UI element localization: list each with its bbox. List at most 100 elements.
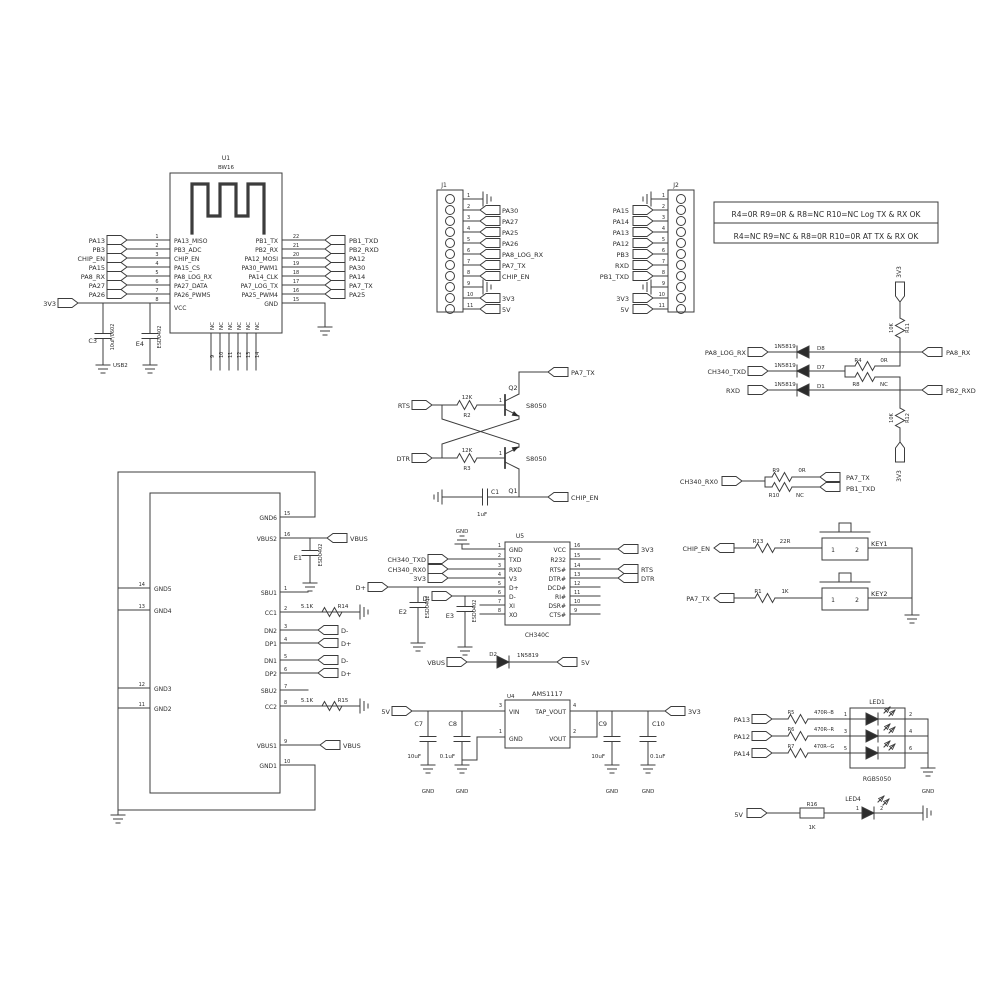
label-usb-conn-right-names-0: GND6 (259, 515, 277, 522)
label-led1-r-vals-2: 470R--G (814, 744, 835, 750)
label-j2-refdes: J2 (672, 182, 679, 189)
label-u5-net-rxd: CH340_RX0 (388, 566, 426, 574)
schematic-labels: U1BW16PA13PB3CHIP_ENPA15PA8_RXPA27PA2612… (43, 155, 975, 831)
label-usb-conn-r15-val: 5.1K (301, 698, 314, 704)
label-j1-nets-8: 5V (502, 306, 511, 314)
label-u5-right-names-3: DTR# (549, 576, 566, 583)
label-u4-out-3v3: 3V3 (688, 708, 701, 716)
j2-header (632, 189, 695, 314)
label-j2-pin-nums-9: 10 (659, 292, 665, 298)
label-u1-left-names-7: VCC (174, 305, 186, 312)
label-keys-key1: KEY1 (871, 540, 887, 548)
label-u5-right-names-1: R232 (550, 557, 566, 564)
label-u5-left-nums-4: 5 (498, 581, 501, 587)
label-rnet-d7-ref: D7 (817, 365, 825, 371)
label-usb-conn-right-nums-10: 9 (284, 739, 287, 745)
label-led1-r-refs-2: R7 (788, 744, 795, 750)
ground-icon (640, 759, 656, 774)
label-u1-bottom-nums-0: 9 (210, 355, 216, 358)
label-u1-right-names-2: PA12_MOSI (245, 256, 279, 263)
label-u1-left-nums-6: 7 (155, 288, 158, 294)
label-u1-left-nums-2: 3 (155, 252, 158, 258)
label-u5-left-nums-6: 7 (498, 599, 501, 605)
label-j2-pin-nums-2: 3 (662, 215, 665, 221)
label-j1-pin-nums-7: 8 (467, 270, 470, 276)
label-led1-pins-left-1: 3 (844, 729, 847, 735)
label-usb-conn-right-nums-7: 6 (284, 667, 287, 673)
label-usb-conn-vbus1-net: VBUS (343, 742, 361, 750)
ground-icon (477, 191, 492, 207)
label-led4-p1: 1 (856, 806, 859, 812)
label-u5-left-nums-0: 1 (498, 543, 501, 549)
led-light-icon (878, 795, 890, 805)
label-reset-chip-en: CHIP_EN (571, 494, 599, 502)
label-u5-d2-ref: D2 (489, 652, 497, 658)
label-u4-part: AMS1117 (532, 690, 563, 698)
label-rnet-r12-ref: R12 (905, 413, 911, 423)
label-u5-right-nums-5: 11 (574, 590, 580, 596)
ground-icon (410, 637, 426, 652)
label-usb-conn-right-names-2: SBU1 (261, 590, 277, 597)
label-u1-right-nets-0: PB1_TXD (349, 237, 378, 245)
label-usb-conn-right-nums-4: 3 (284, 624, 287, 630)
label-reset-r2-val: 12K (462, 395, 473, 401)
label-u5-net-3v3: 3V3 (413, 575, 426, 583)
label-usb-conn-dn1-net: D- (341, 657, 349, 665)
label-u1-right-nets-4: PA14 (349, 273, 365, 281)
ground-icon (420, 759, 436, 774)
label-keys-key2-p1: 1 (831, 597, 835, 604)
label-reset-q2-part: S8050 (526, 402, 547, 410)
label-usb-conn-left-names-3: GND2 (154, 706, 172, 713)
label-j1-pin-nums-4: 5 (467, 237, 470, 243)
label-usb-conn-e1-val: ESD0402 (318, 544, 324, 567)
label-u5-net-dm: D- (423, 595, 431, 603)
label-led1-refdes: LED1 (869, 699, 885, 706)
led1-rgb (751, 706, 936, 777)
label-u5-right-names-6: DSR# (548, 603, 566, 610)
label-usb-conn-right-nums-3: 2 (284, 606, 287, 612)
label-u5-d2-vbus: VBUS (427, 659, 445, 667)
label-usb-conn-left-nums-1: 13 (139, 604, 145, 610)
label-u1-left-nums-1: 2 (155, 243, 158, 249)
label-keys-pa7-tx: PA7_TX (686, 595, 710, 603)
label-u1-bottom-nc-1: NC (219, 322, 225, 330)
label-j1-pin-nums-1: 2 (467, 204, 470, 210)
led-light-icon (884, 740, 896, 750)
label-u1-c3-ref: C3 (88, 337, 97, 345)
label-u5-right-nums-0: 16 (574, 543, 580, 549)
label-j1-pin-nums-8: 9 (467, 281, 470, 287)
label-rnet-r4-ref: R4 (854, 358, 862, 364)
label-u4-pin2: 2 (573, 729, 576, 735)
label-u1-right-names-7: GND (264, 301, 278, 308)
label-u1-left-nets-2: CHIP_EN (78, 255, 106, 263)
label-j2-nets-1: PA14 (613, 218, 629, 226)
label-u1-right-names-6: PA25_PWM4 (241, 292, 278, 299)
label-led4-refdes: LED4 (845, 796, 861, 803)
label-reset-dtr: DTR (397, 455, 411, 463)
label-u5-out-dtr: DTR (641, 575, 655, 583)
label-j2-nets-6: PB1_TXD (600, 273, 629, 281)
ground-icon (354, 698, 369, 714)
label-usb-conn-right-nums-1: 16 (284, 532, 290, 538)
label-u1-right-names-3: PA30_PWM1 (241, 265, 278, 272)
label-usb-conn-right-names-9: CC2 (265, 704, 277, 711)
label-u1-usb-note: USB2 (113, 363, 128, 369)
label-u5-gnd-top: GND (456, 529, 469, 535)
label-led1-r-refs-1: R6 (788, 727, 795, 733)
reset-circuit (411, 367, 569, 506)
label-keys-r13-ref: R13 (753, 539, 764, 545)
label-u5-right-names-4: DCD# (548, 585, 566, 592)
key-buttons (713, 522, 920, 624)
u5-ch340c (367, 535, 639, 669)
led4-power (746, 795, 932, 821)
label-u5-right-names-0: VCC (554, 547, 566, 554)
label-u5-right-names-7: CTS# (549, 612, 566, 619)
label-u1-right-nets-2: PA12 (349, 255, 365, 263)
label-u1-right-nums-4: 18 (293, 270, 299, 276)
label-usb-conn-right-names-8: SBU2 (261, 688, 277, 695)
label-u5-right-nums-2: 14 (574, 563, 580, 569)
label-u1-rail-3v3: 3V3 (43, 300, 56, 308)
label-j2-nets-2: PA13 (613, 229, 629, 237)
label-u1-left-names-0: PA13_MISO (174, 238, 208, 245)
label-led1-nets-1: PA12 (734, 733, 750, 741)
